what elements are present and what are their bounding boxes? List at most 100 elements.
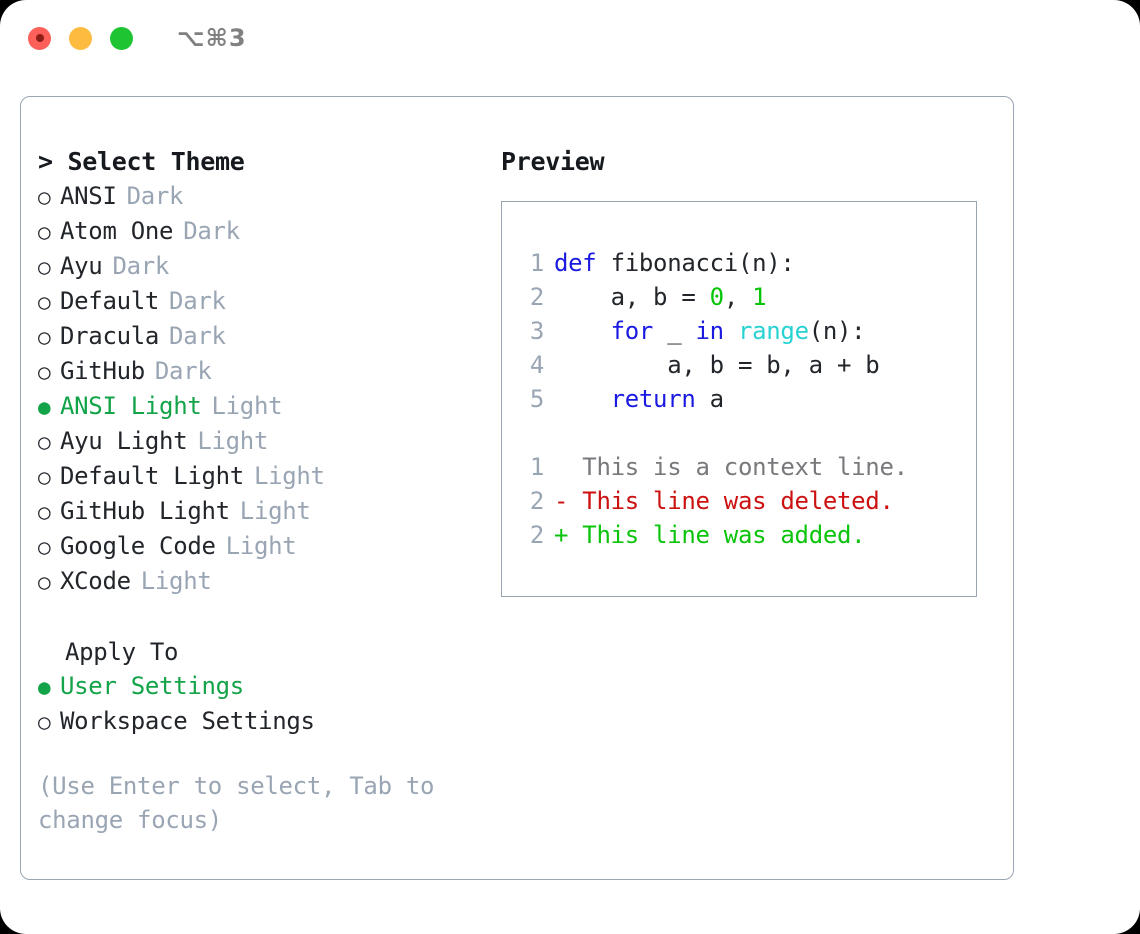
theme-option[interactable]: ○ Default Light Light xyxy=(38,459,488,494)
theme-option[interactable]: ○ XCode Light xyxy=(38,564,488,599)
diff-text: This line was added. xyxy=(568,521,866,549)
theme-variant-tag: Light xyxy=(211,392,283,420)
theme-variant-tag: Dark xyxy=(126,182,184,210)
line-number: 1 xyxy=(529,453,544,481)
diff-line: 2- This line was deleted. xyxy=(518,484,976,518)
theme-option[interactable]: ○ Ayu Dark xyxy=(38,249,488,284)
theme-option-label: Ayu xyxy=(60,252,103,280)
line-number: 5 xyxy=(529,385,544,413)
keyboard-hint-text: (Use Enter to select, Tab to change focu… xyxy=(38,772,435,834)
diff-marker xyxy=(554,453,568,481)
theme-option[interactable]: ○ Atom One Dark xyxy=(38,214,488,249)
code-line: 3 for _ in range(n): xyxy=(518,314,976,348)
code-token xyxy=(554,385,611,413)
code-token: (n): xyxy=(808,317,866,345)
theme-option-label: ANSI Light xyxy=(60,392,202,420)
theme-option-label: XCode xyxy=(60,567,131,595)
radio-unselected-icon: ○ xyxy=(38,185,51,209)
theme-variant-tag: Light xyxy=(225,532,297,560)
line-number: 2 xyxy=(529,283,544,311)
radio-unselected-icon: ○ xyxy=(38,220,51,244)
radio-unselected-icon: ○ xyxy=(38,570,51,594)
minimize-icon[interactable] xyxy=(69,26,92,50)
code-token: def xyxy=(554,249,597,277)
theme-option[interactable]: ○ Google Code Light xyxy=(38,529,488,564)
theme-option[interactable]: ○ ANSI Dark xyxy=(38,179,488,214)
line-number: 2 xyxy=(529,487,544,515)
theme-variant-tag: Dark xyxy=(112,252,170,280)
diff-marker: + xyxy=(554,521,569,549)
maximize-icon[interactable] xyxy=(110,26,133,50)
theme-variant-tag: Light xyxy=(253,462,325,490)
close-icon[interactable] xyxy=(28,26,51,50)
apply-to-option[interactable]: ● User Settings xyxy=(38,669,488,704)
code-token: 0 xyxy=(709,283,724,311)
apply-to-heading: Apply To xyxy=(65,638,179,666)
theme-option-label: Atom One xyxy=(60,217,174,245)
diff-line: 2 + This line was added. xyxy=(518,518,976,552)
theme-variant-tag: Dark xyxy=(169,287,226,315)
line-number: 2 xyxy=(529,521,544,549)
code-token: , xyxy=(723,283,753,311)
select-theme-heading: > Select Theme xyxy=(38,147,245,176)
theme-option-label: Google Code xyxy=(60,532,216,560)
radio-unselected-icon: ○ xyxy=(38,465,51,489)
radio-selected-icon: ● xyxy=(38,675,51,699)
diff-text: This line was deleted. xyxy=(568,487,894,515)
radio-unselected-icon: ○ xyxy=(38,255,51,279)
code-line: 2 a, b = 0, 1 xyxy=(518,280,976,314)
diff-text: This is a context line. xyxy=(568,453,908,481)
theme-option-label: Default xyxy=(60,287,160,315)
apply-to-option[interactable]: ○ Workspace Settings xyxy=(38,704,488,739)
theme-option[interactable]: ○ Dracula Dark xyxy=(38,319,488,354)
window-controls xyxy=(28,26,133,50)
code-token: a xyxy=(695,385,724,413)
radio-selected-icon: ● xyxy=(38,395,51,419)
diff-marker: - xyxy=(554,487,569,515)
diff-line: 1 This is a context line. xyxy=(518,450,976,484)
theme-option-label: ANSI xyxy=(60,182,117,210)
radio-unselected-icon: ○ xyxy=(38,710,51,734)
theme-variant-tag: Light xyxy=(239,497,311,525)
theme-option-label: Default Light xyxy=(60,462,244,490)
line-number: 3 xyxy=(529,317,544,345)
code-token: 1 xyxy=(752,283,767,311)
code-token: fibonacci(n): xyxy=(596,249,795,277)
apply-to-option-label: User Settings xyxy=(60,672,244,700)
diff-sample: 1 This is a context line.2- This line wa… xyxy=(518,450,976,552)
code-line: 5 return a xyxy=(518,382,976,416)
code-token: in xyxy=(695,317,725,345)
theme-variant-tag: Dark xyxy=(183,217,240,245)
apply-to-option-label: Workspace Settings xyxy=(60,707,315,735)
radio-unselected-icon: ○ xyxy=(38,500,51,524)
apply-to-list[interactable]: ● User Settings ○ Workspace Settings xyxy=(38,669,488,739)
theme-option[interactable]: ● ANSI Light Light xyxy=(38,389,488,424)
theme-option-label: GitHub xyxy=(60,357,145,385)
radio-unselected-icon: ○ xyxy=(38,430,51,454)
code-token: return xyxy=(610,385,696,413)
line-number: 4 xyxy=(529,351,544,379)
code-token xyxy=(554,317,611,345)
code-token xyxy=(724,317,738,345)
theme-variant-tag: Light xyxy=(140,567,212,595)
window-titlebar: ⌥⌘3 xyxy=(0,0,1140,76)
theme-variant-tag: Light xyxy=(197,427,269,455)
theme-variant-tag: Dark xyxy=(169,322,226,350)
keyboard-shortcut-label: ⌥⌘3 xyxy=(177,24,247,52)
radio-unselected-icon: ○ xyxy=(38,325,51,349)
theme-variant-tag: Dark xyxy=(154,357,212,385)
radio-unselected-icon: ○ xyxy=(38,535,51,559)
code-token: range xyxy=(737,317,809,345)
theme-option-label: Dracula xyxy=(60,322,160,350)
